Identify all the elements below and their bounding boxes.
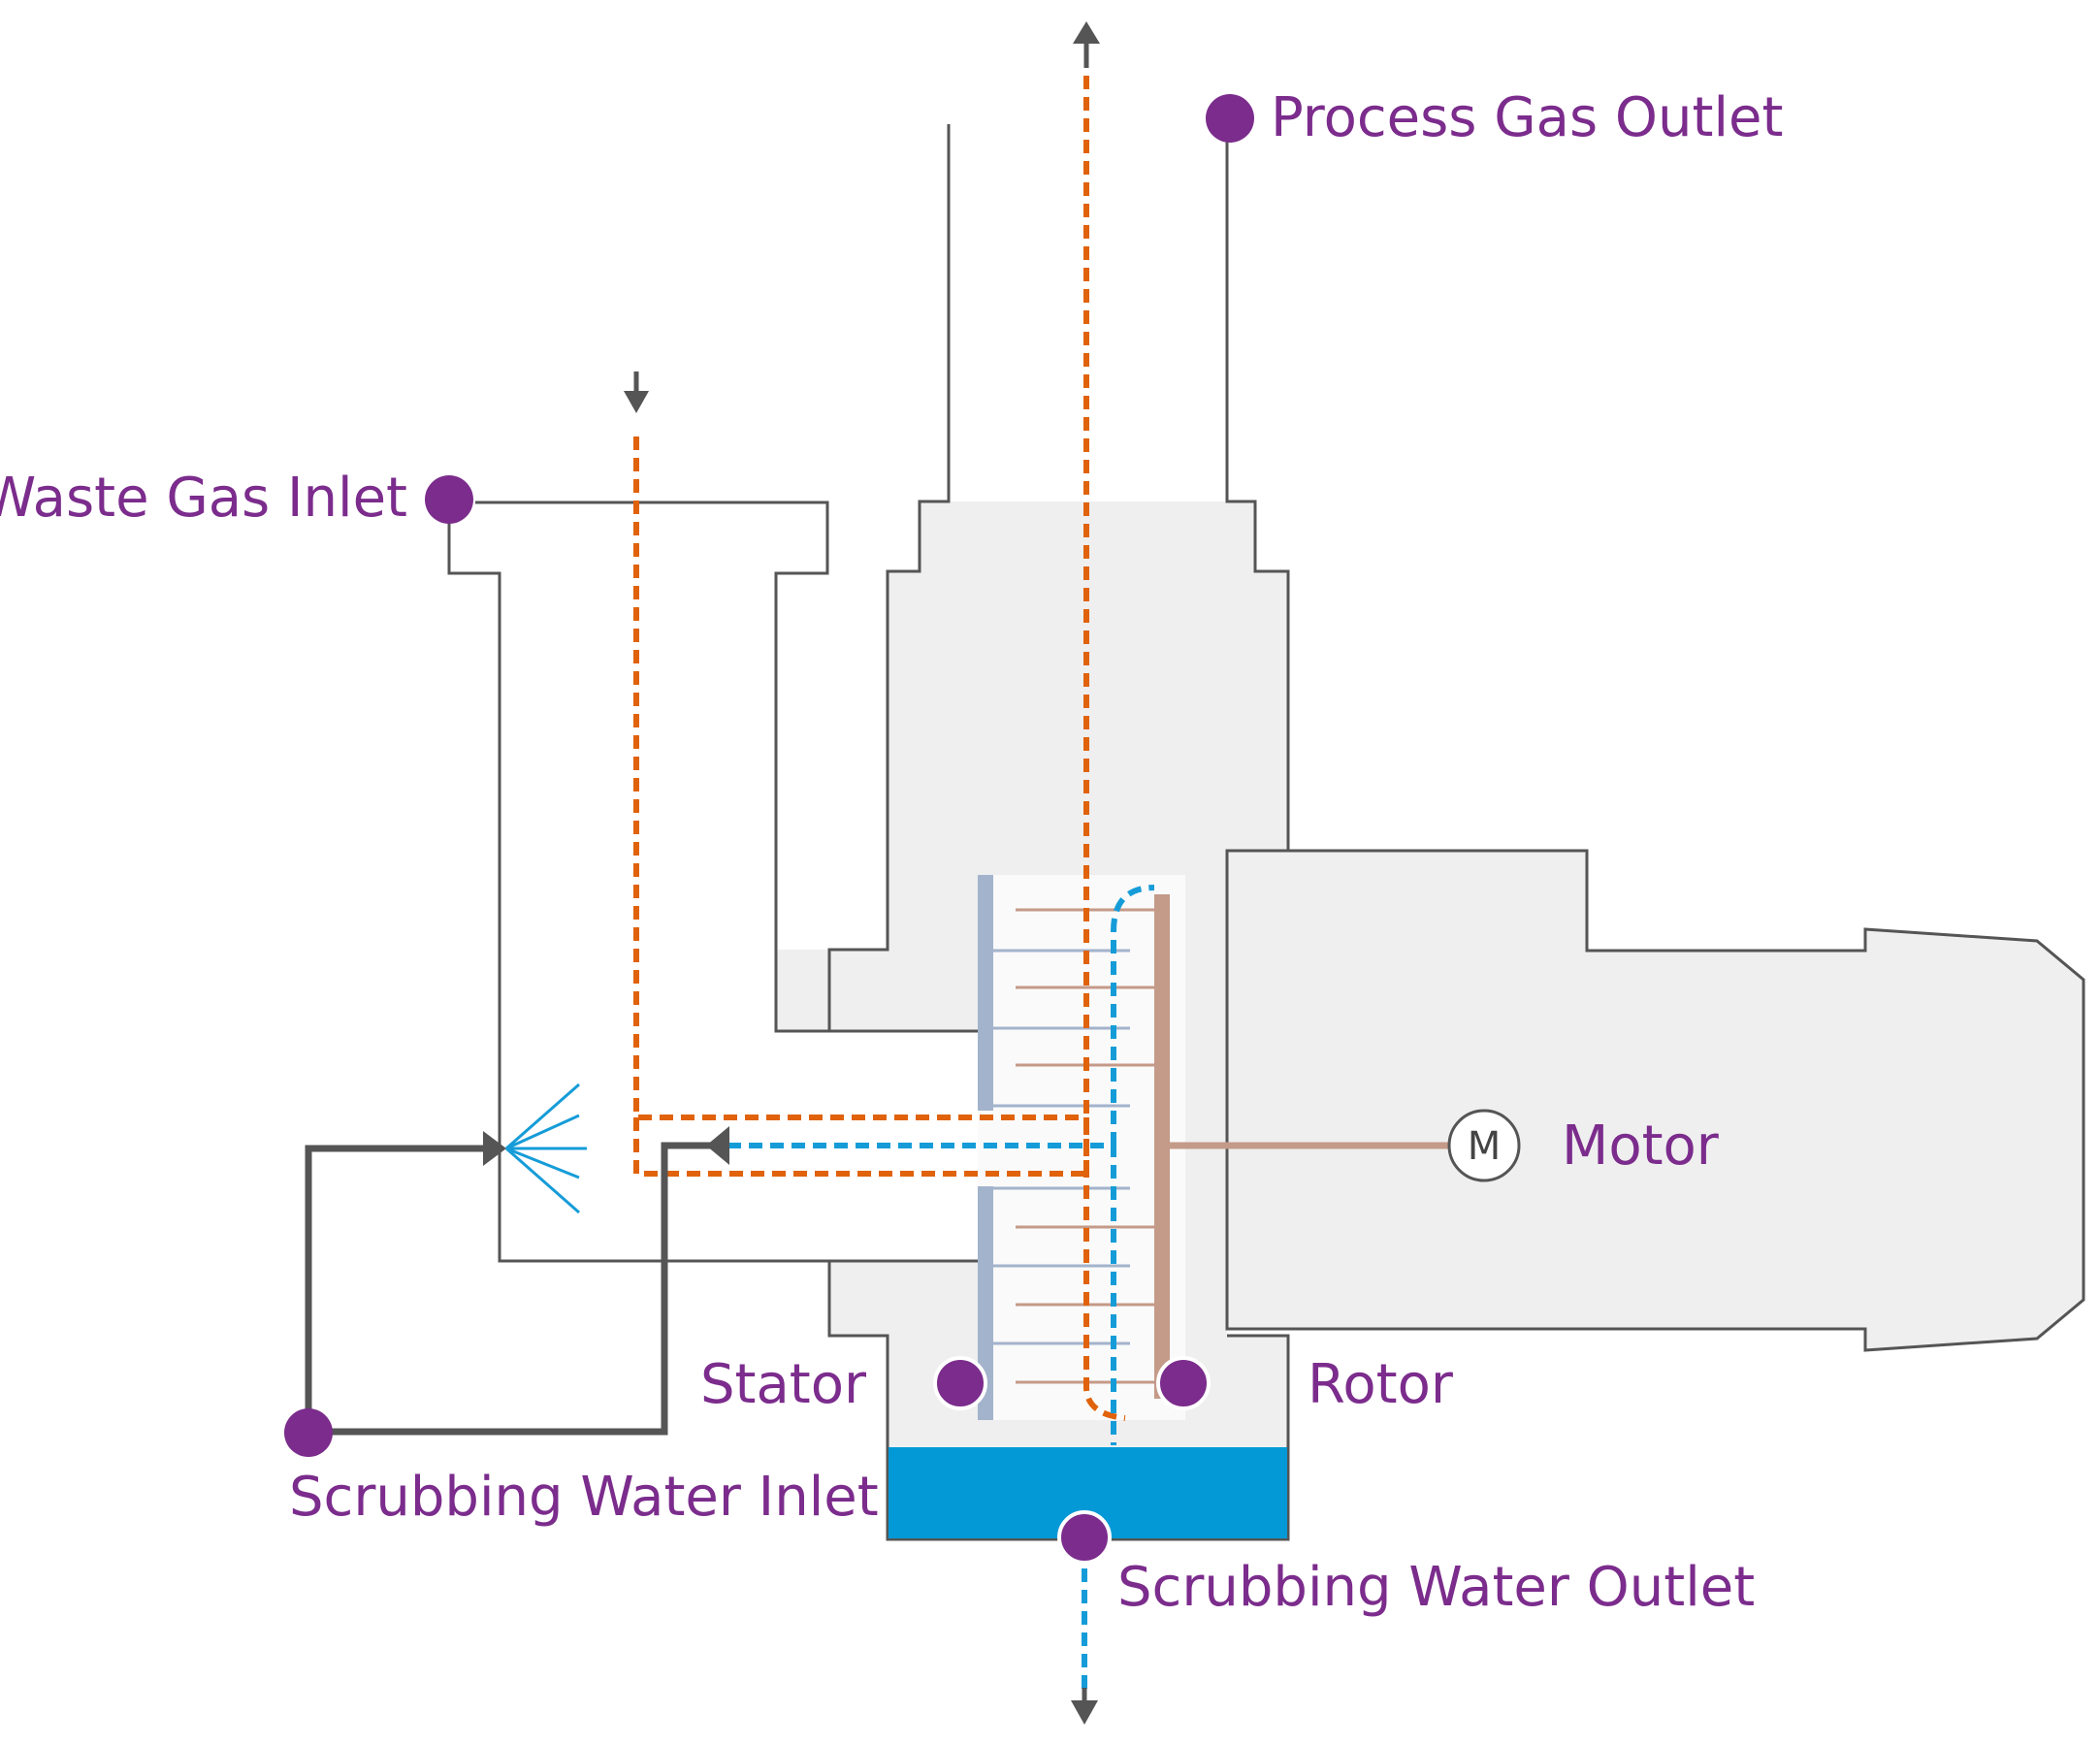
waste-gas-duct [475, 501, 829, 1033]
scrubber-outline-bottom [827, 1259, 1290, 1541]
rotor-label: Rotor [1308, 1353, 1454, 1416]
scrubbing-water-pipe-spray [305, 1145, 493, 1431]
scrubbing-water-pipe-feed [330, 1142, 713, 1436]
process-gas-outlet-label: Process Gas Outlet [1271, 86, 1783, 149]
markers [284, 94, 1254, 1565]
waste-gas-duct-inner [447, 519, 829, 1263]
down-arrow-icon-bottom [1071, 1700, 1098, 1725]
waste-gas-inlet-label: Waste Gas Inlet [0, 467, 407, 530]
stator [978, 875, 1130, 1420]
gas-flow-path [633, 76, 1126, 1421]
up-arrow-icon [1073, 21, 1100, 44]
scrubbing-water-outlet-marker [1057, 1510, 1112, 1565]
motor-label: Motor [1562, 1115, 1720, 1178]
feed-arrow-icon [706, 1126, 729, 1165]
scrubbing-water-inlet-label: Scrubbing Water Inlet [289, 1466, 879, 1529]
scrubbing-water-outlet-label: Scrubbing Water Outlet [1117, 1556, 1755, 1619]
stator-label: Stator [700, 1353, 867, 1416]
flow-arrows [624, 21, 1100, 1725]
process-gas-outlet-marker [1206, 94, 1254, 143]
scrubber-outline-right [1225, 142, 1290, 851]
motor-housing [1225, 849, 2085, 1352]
spray-nozzle-icon [483, 1131, 506, 1166]
scrubbing-water-inlet-marker [284, 1408, 333, 1457]
rotor-marker [1156, 1356, 1211, 1410]
water-flow-path [727, 885, 1155, 1693]
down-arrow-icon [624, 391, 649, 413]
stator-marker [933, 1356, 987, 1410]
scrubber-outline-left [827, 124, 978, 1033]
waste-gas-inlet-marker [425, 475, 473, 524]
motor-symbol: M [1447, 1109, 1521, 1182]
water-spray-icon [505, 1083, 587, 1214]
svg-text:M: M [1468, 1124, 1502, 1169]
